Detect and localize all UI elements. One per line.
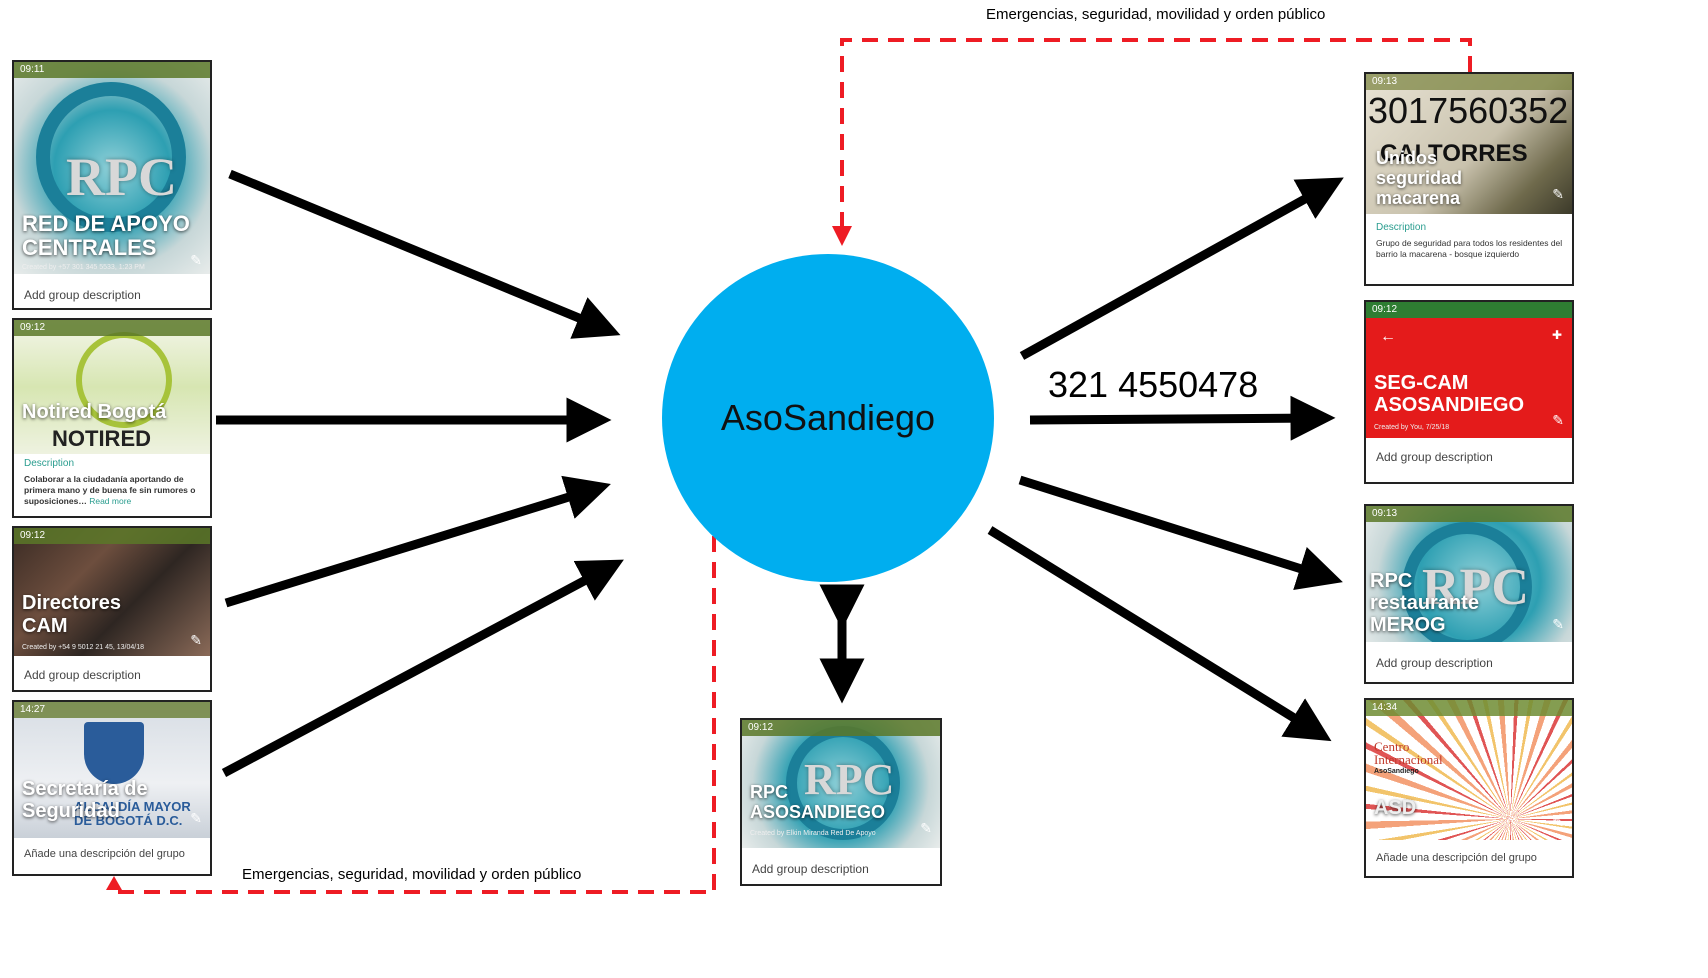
arrow-hub-to-asd (987, 526, 1332, 742)
cai-text: CAI TORRES (1380, 140, 1528, 167)
group-title: Unidos seguridad macarena (1376, 148, 1463, 208)
pencil-icon[interactable]: ✎ (190, 252, 202, 268)
dashed-label-top: Emergencias, seguridad, movilidad y orde… (986, 6, 1326, 23)
description-label: Description (1376, 222, 1427, 233)
read-more-link[interactable]: Read more (89, 496, 132, 506)
pencil-icon[interactable]: ✎ (1552, 186, 1564, 202)
group-photo: ALCALDÍA MAYOR DE BOGOTÁ D.C. 14:27 Secr… (14, 702, 210, 838)
group-photo: 3017560352 CAI TORRES 09:13 Unidos segur… (1366, 74, 1572, 214)
arrow-secretaria-to-hub (221, 559, 624, 777)
add-description[interactable]: Add group description (24, 288, 141, 302)
arrow-red-de-apoyo-to-hub (228, 169, 621, 339)
status-bar: 14:34 (1366, 700, 1572, 716)
centro-logo-text: Centro Internacional (1374, 739, 1443, 767)
group-title: ASD (1374, 797, 1417, 819)
arrow-hub-to-restaurante (1018, 475, 1343, 590)
dashed-label-bottom: Emergencias, seguridad, movilidad y orde… (242, 866, 582, 883)
asosandiego-small-text: AsoSandiego (1374, 768, 1419, 775)
status-bar: 09:11 (14, 62, 210, 78)
dashed-bottom-connector (112, 536, 716, 894)
add-description[interactable]: Add group description (24, 668, 141, 682)
description-text: Colaborar a la ciudadanía aportando de p… (24, 474, 196, 506)
status-bar: 09:12 (742, 720, 940, 736)
add-participant-icon[interactable]: ✚ (1551, 328, 1562, 342)
group-card-unidos-seguridad[interactable]: 3017560352 CAI TORRES 09:13 Unidos segur… (1364, 72, 1574, 286)
status-bar: 09:12 (1366, 302, 1572, 318)
group-photo: NOTIRED 09:12 Notired Bogotá (14, 320, 210, 454)
created-by: Created by +57 301 345 5533, 1:23 PM (22, 264, 145, 271)
alcaldia-logo: ALCALDÍA MAYOR DE BOGOTÁ D.C. (74, 799, 191, 828)
hub-label: AsoSandiego (720, 397, 936, 438)
dashed-bottom-arrowhead (106, 876, 122, 890)
hub-asosandiego: AsoSandiego (662, 254, 994, 582)
status-bar: 09:13 (1366, 74, 1572, 90)
back-arrow-icon[interactable]: ← (1380, 328, 1396, 345)
shield-logo-icon (84, 722, 144, 784)
add-description[interactable]: Añade una descripción del grupo (24, 848, 185, 860)
pencil-icon[interactable]: ✎ (1552, 412, 1564, 428)
group-card-asd[interactable]: 14:34 Centro Internacional AsoSandiego A… (1364, 698, 1574, 878)
rpc-logo: RPC (1422, 559, 1529, 616)
created-by: Created by +54 9 5012 21 45, 13/04/18 (22, 644, 145, 651)
add-description[interactable]: Add group description (1376, 450, 1493, 464)
arrow-hub-to-segcam (1029, 395, 1336, 441)
status-bar: 09:12 (14, 528, 210, 544)
phone-number-text: 3017560352 (1368, 90, 1569, 131)
arrow-directores-to-hub (224, 475, 611, 608)
status-bar: 14:27 (14, 702, 210, 718)
rpc-logo: RPC (804, 755, 895, 804)
created-by: Created by Elkin Miranda Red De Apoyo (750, 830, 876, 837)
pencil-icon[interactable]: ✎ (1552, 616, 1564, 632)
add-description[interactable]: Add group description (1376, 656, 1493, 670)
group-card-secretaria-seguridad[interactable]: ALCALDÍA MAYOR DE BOGOTÁ D.C. 14:27 Secr… (12, 700, 212, 876)
group-card-notired[interactable]: NOTIRED 09:12 Notired Bogotá Description… (12, 318, 212, 518)
pencil-icon[interactable]: ✎ (190, 810, 202, 826)
add-description[interactable]: Add group description (752, 862, 869, 876)
description-text: Grupo de seguridad para todos los reside… (1376, 238, 1563, 259)
group-title: Notired Bogotá (22, 401, 167, 423)
pencil-icon[interactable]: ✎ (920, 820, 932, 836)
pencil-icon[interactable]: ✎ (190, 632, 202, 648)
rpc-logo: RPC (66, 147, 177, 207)
notired-logo: NOTIRED (52, 426, 151, 451)
status-bar: 09:13 (1366, 506, 1572, 522)
group-photo: 14:34 Centro Internacional AsoSandiego A… (1366, 700, 1572, 840)
created-by: Created by You, 7/25/18 (1374, 424, 1450, 431)
dashed-top-connector (832, 38, 1472, 246)
add-description[interactable]: Añade una descripción del grupo (1376, 852, 1537, 864)
pencil-icon[interactable]: ✎ (1552, 814, 1564, 830)
description-label: Description (24, 458, 75, 469)
phone-label: 321 4550478 (1048, 364, 1259, 405)
arrow-hub-to-unidos (1019, 177, 1344, 360)
status-bar: 09:12 (14, 320, 210, 336)
